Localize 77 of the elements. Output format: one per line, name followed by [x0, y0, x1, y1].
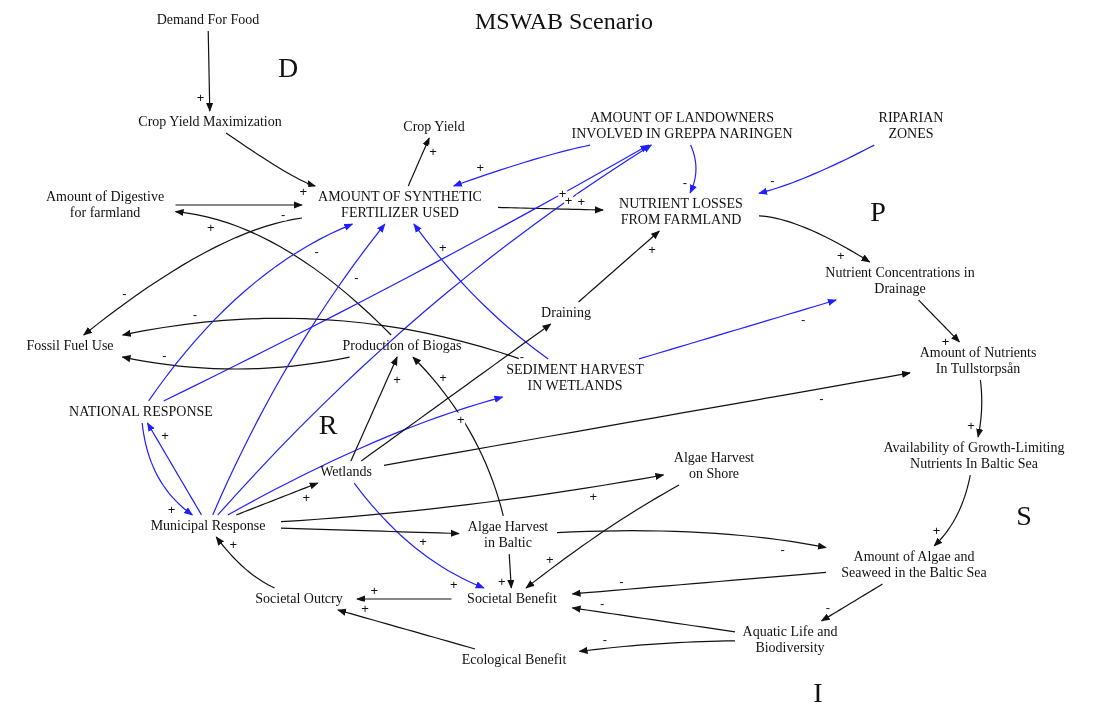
polarity-sign: +: [428, 144, 438, 158]
causal-arrow: [146, 422, 203, 516]
variable-text: Demand For Food: [148, 11, 268, 29]
variable-text: Algae Harvest in Baltic: [462, 518, 554, 552]
causal-arrow: [337, 608, 476, 650]
sector-letter: I: [813, 677, 823, 708]
causal-arrow: [141, 422, 194, 516]
variable-text: Municipal Response: [138, 517, 278, 535]
polarity-sign: +: [360, 601, 370, 615]
variable-text: SEDIMENT HARVEST IN WETLANDS: [500, 361, 650, 395]
causal-arrow: [933, 474, 971, 547]
causal-arrow: [578, 230, 660, 303]
sector-letter: P: [870, 196, 886, 228]
causal-arrow: [452, 144, 591, 187]
causal-arrow: [217, 144, 653, 516]
causal-arrow: [121, 355, 351, 370]
variable-text: Crop Yield Maximization: [125, 113, 295, 131]
causal-arrow: [225, 132, 316, 188]
sector-letter: R: [318, 409, 338, 441]
variable-text: Amount of Digestive for farmland: [37, 188, 173, 222]
causal-arrow: [918, 299, 960, 343]
causal-arrow: [578, 640, 736, 654]
causal-arrow: [163, 144, 650, 402]
variable-text: Draining: [531, 304, 601, 322]
diagram-title: MSWAB Scenario: [475, 8, 653, 35]
causal-arrow: [235, 482, 319, 516]
variable-text: Wetlands: [311, 463, 381, 481]
causal-arrow: [413, 223, 549, 360]
causal-arrow: [758, 144, 875, 195]
variable-text: Societal Outcry: [244, 590, 354, 608]
causal-arrow: [174, 201, 303, 209]
polarity-sign: +: [456, 412, 466, 426]
causal-arrow: [525, 484, 680, 589]
causal-arrow: [497, 206, 604, 214]
causal-arrow: [280, 472, 665, 523]
variable-text: Amount of Algae and Seaweed in the Baltic Sea: [829, 548, 999, 582]
variable-text: Crop Yield: [394, 118, 474, 136]
variable-text: Societal Benefit: [454, 590, 570, 608]
causal-arrow: [212, 223, 386, 516]
variable-text: NATIONAL RESPONSE: [56, 403, 226, 421]
causal-arrow: [353, 482, 485, 589]
causal-arrow: [174, 208, 392, 336]
causal-arrow: [121, 317, 521, 360]
causal-arrow: [507, 553, 515, 589]
causal-arrow: [356, 595, 453, 603]
causal-arrow: [215, 536, 276, 589]
causal-arrow: [206, 30, 214, 112]
causal-arrow: [360, 323, 552, 462]
causal-arrow: [820, 583, 884, 622]
variable-text: NUTRIENT LOSSES FROM FARMLAND: [606, 195, 756, 229]
causal-arrow: [758, 215, 871, 263]
causal-arrow: [148, 223, 354, 402]
causal-arrow: [280, 527, 460, 537]
causal-arrow: [571, 605, 736, 633]
polarity-sign: +: [298, 184, 309, 198]
sector-letter: S: [1016, 500, 1032, 532]
causal-arrow: [412, 356, 504, 517]
variable-text: AMOUNT OF LANDOWNERS INVOLVED IN GREPPA NARINGEN: [556, 109, 808, 143]
variable-text: Ecological Benefit: [451, 651, 577, 669]
causal-arrow: [556, 530, 827, 550]
variable-text: Fossil Fuel Use: [15, 337, 125, 355]
causal-arrow: [407, 137, 430, 187]
variable-text: Nutrient Concentrations in Drainage: [825, 264, 975, 298]
causal-arrow: [571, 571, 827, 597]
causal-arrow: [227, 395, 504, 516]
variable-text: RIPARIAN ZONES: [866, 109, 956, 143]
causal-arrow: [350, 356, 398, 462]
variable-text: Aquatic Life and Biodiversity: [738, 623, 842, 657]
sector-letter: D: [277, 52, 299, 84]
causal-arrow: [976, 379, 984, 438]
variable-text: Algae Harvest on Shore: [666, 449, 762, 483]
causal-arrow: [83, 217, 303, 336]
polarity-sign: +: [576, 194, 587, 207]
causal-arrow: [689, 144, 697, 194]
causal-arrow: [638, 298, 837, 360]
variable-text: Availability of Growth-Limiting Nutrients In Baltic Sea: [866, 439, 1082, 473]
causal-arrow: [383, 370, 911, 466]
